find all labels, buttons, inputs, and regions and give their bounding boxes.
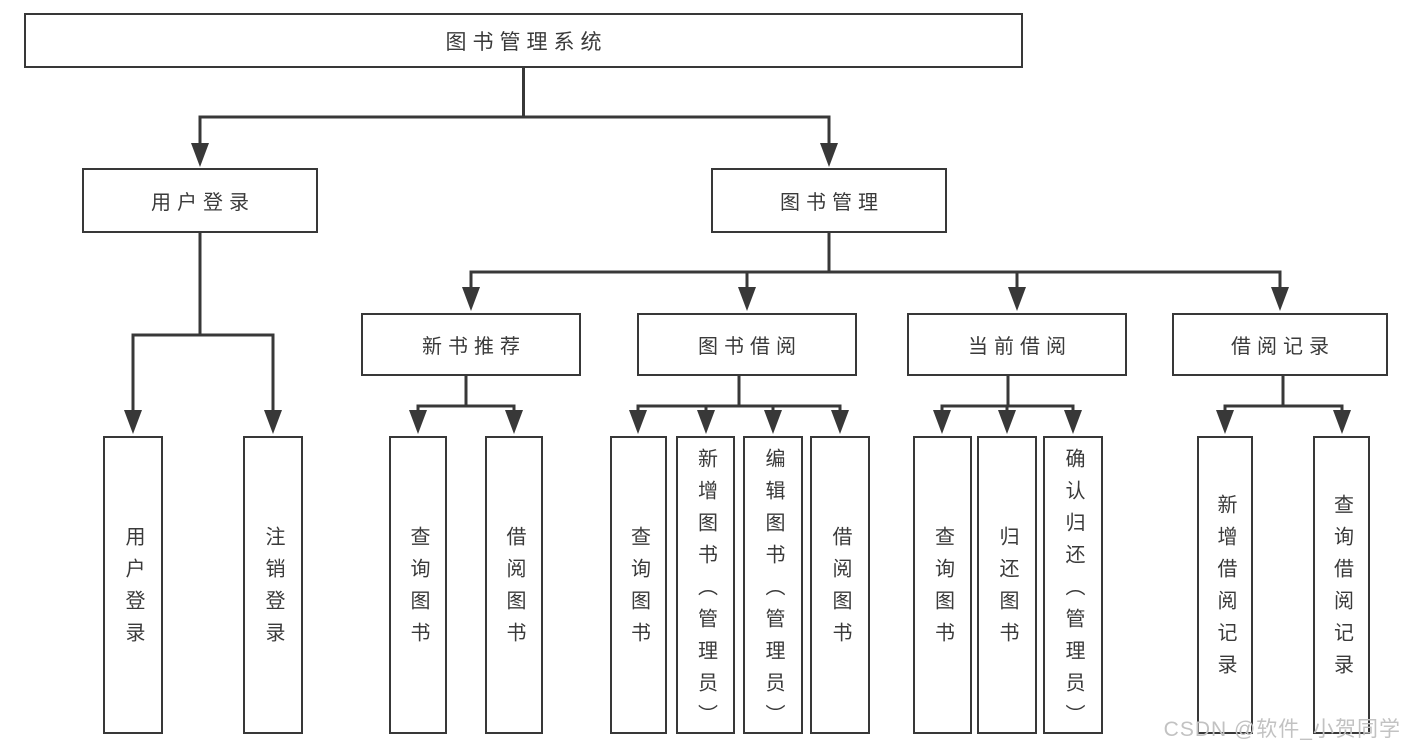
node-current-borrow: 当前借阅 bbox=[907, 313, 1127, 376]
leaf-add-book-admin: 新增图书（管理员） bbox=[676, 436, 735, 736]
node-book-mgmt: 图书管理 bbox=[711, 168, 947, 233]
edge-borrow-records-to-leaves bbox=[1216, 374, 1351, 434]
leaf-edit-book-admin: 编辑图书（管理员） bbox=[743, 436, 803, 736]
leaf-user-login: 用户登录 bbox=[103, 436, 163, 734]
leaf-query-books-recommend: 查询图书 bbox=[389, 436, 447, 734]
node-borrow-records: 借阅记录 bbox=[1172, 313, 1388, 376]
leaf-logout: 注销登录 bbox=[243, 436, 303, 734]
edge-book-mgmt-to-level3 bbox=[462, 231, 1289, 311]
edge-root-to-level2 bbox=[191, 66, 838, 167]
edge-new-book-to-leaves bbox=[409, 374, 523, 434]
leaf-return-book: 归还图书 bbox=[977, 436, 1037, 734]
leaf-borrow-books: 借阅图书 bbox=[810, 436, 870, 734]
leaf-query-borrow-record: 查询借阅记录 bbox=[1313, 436, 1370, 734]
node-new-book-recommend: 新书推荐 bbox=[361, 313, 581, 376]
leaf-query-books-borrow: 查询图书 bbox=[610, 436, 667, 734]
node-root: 图书管理系统 bbox=[24, 13, 1023, 68]
node-user-login: 用户登录 bbox=[82, 168, 318, 233]
leaf-borrow-books-recommend: 借阅图书 bbox=[485, 436, 543, 734]
leaf-add-borrow-record: 新增借阅记录 bbox=[1197, 436, 1253, 734]
leaf-query-books-current: 查询图书 bbox=[913, 436, 972, 734]
node-book-borrow: 图书借阅 bbox=[637, 313, 857, 376]
edge-current-borrow-to-leaves bbox=[933, 374, 1082, 434]
edge-book-borrow-to-leaves bbox=[629, 374, 849, 434]
leaf-confirm-return-admin: 确认归还（管理员） bbox=[1043, 436, 1103, 736]
csdn-watermark: CSDN @软件_小贺同学 bbox=[1163, 718, 1401, 741]
edge-user-login-to-leaves bbox=[124, 231, 282, 434]
